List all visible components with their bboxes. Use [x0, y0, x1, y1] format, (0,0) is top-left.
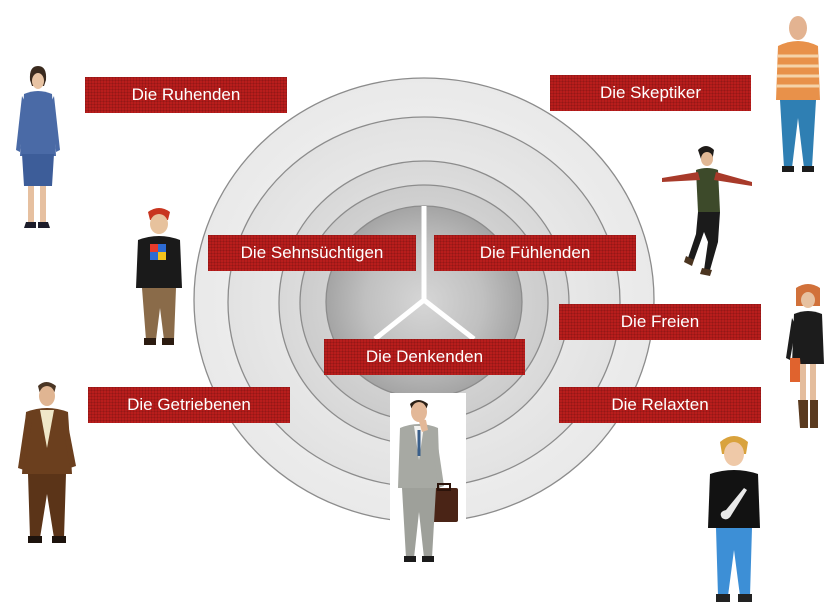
label-freien: Die Freien — [559, 304, 761, 340]
bald-man-striped-sweater-figure — [776, 16, 820, 172]
boy-with-rubiks-cube-figure — [136, 208, 182, 345]
label-relaxten: Die Relaxten — [559, 387, 761, 423]
boy-guitar-shirt-figure — [708, 436, 760, 602]
dancing-woman-figure — [662, 146, 752, 276]
label-ruhenden: Die Ruhenden — [85, 77, 287, 113]
businesswoman-figure — [16, 66, 60, 228]
man-brown-suit-figure — [18, 382, 76, 543]
label-getriebenen: Die Getriebenen — [88, 387, 290, 423]
y-divider — [373, 206, 476, 341]
businessman-briefcase-figure — [398, 400, 458, 562]
label-sehnsuechtigen: Die Sehnsüchtigen — [208, 235, 416, 271]
woman-with-bag-figure — [786, 284, 824, 428]
label-fuehlenden: Die Fühlenden — [434, 235, 636, 271]
label-skeptiker: Die Skeptiker — [550, 75, 751, 111]
label-denkenden: Die Denkenden — [324, 339, 525, 375]
